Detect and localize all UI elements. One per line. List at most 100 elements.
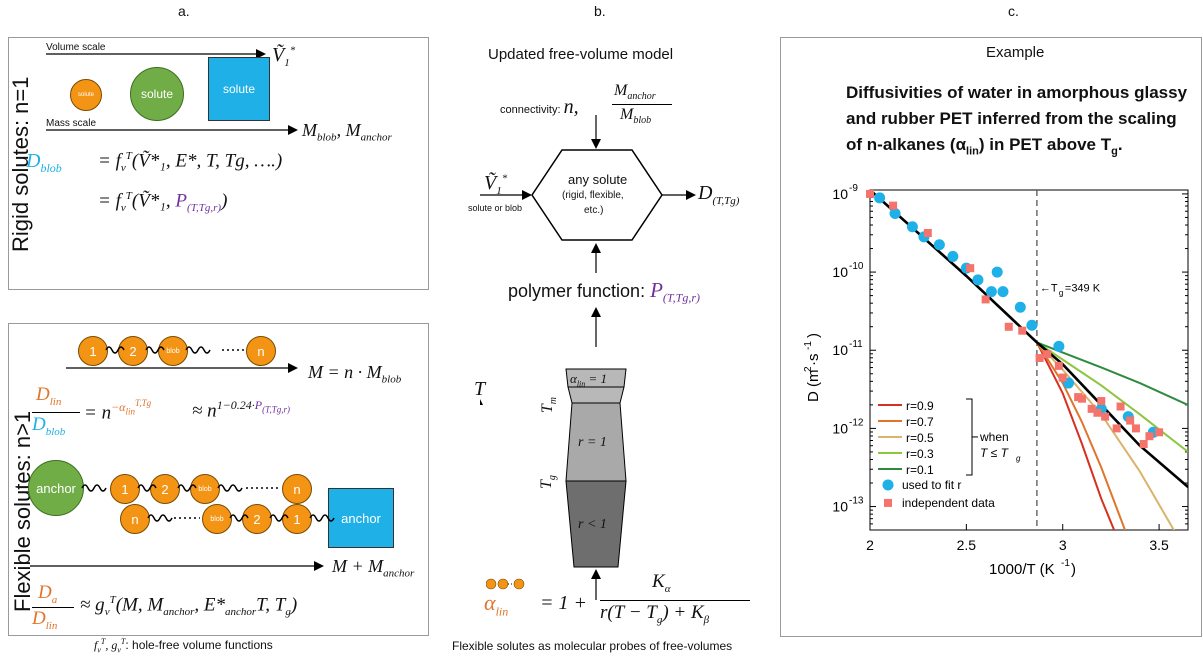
chart-title-line1: Diffusivities of water in amorphous glas… <box>846 83 1188 102</box>
point-independent <box>966 264 975 273</box>
point-independent <box>1004 322 1013 331</box>
rigid-scale-arrows <box>46 49 298 135</box>
point-used-to-fit <box>1026 319 1038 331</box>
point-independent <box>1035 354 1044 363</box>
point-independent <box>1054 361 1063 370</box>
point-used-to-fit <box>985 286 997 298</box>
frac-num: Kα <box>652 571 671 595</box>
y-axis-label: D (m2·s-1) <box>803 333 822 402</box>
svg-text:·s: ·s <box>805 354 822 367</box>
g-function-eq: ≈ gvT(M, Manchor, E*anchorT, Tg) <box>80 594 298 619</box>
chain3-bead-1: 1 <box>282 504 312 534</box>
x-tick-label: 2.5 <box>957 537 977 553</box>
y-tick-exponent: -9 <box>849 183 858 194</box>
point-independent <box>1101 412 1110 421</box>
panel-b-letter: b. <box>594 3 606 19</box>
alpha-beads-icon <box>486 578 525 590</box>
footer-center: Flexible solutes as molecular probes of … <box>452 639 733 653</box>
polymer-function-label: polymer function: P(T,Tg,r) <box>508 278 701 305</box>
point-independent <box>1131 424 1140 433</box>
legend-marker-square <box>884 498 892 507</box>
point-used-to-fit <box>933 239 945 251</box>
point-independent <box>1139 440 1148 449</box>
legend-when: when <box>979 430 1009 444</box>
flexible-side-title: Flexible solutes: n>1 <box>10 410 35 612</box>
panel-c-letter: c. <box>1008 3 1019 19</box>
point-used-to-fit <box>947 250 959 262</box>
chain3-bead-n: n <box>120 504 150 534</box>
legend-label: r=0.9 <box>906 399 934 413</box>
output-d: D(T,Tg) <box>698 182 740 207</box>
legend-label: r=0.7 <box>906 415 934 429</box>
y-tick-label: 10 <box>832 420 848 436</box>
legend-label: used to fit r <box>902 478 961 492</box>
small-solute-circle: solute <box>70 79 102 111</box>
y-tick-label: 10 <box>832 186 848 202</box>
volume-scale-label: Volume scale <box>46 42 106 53</box>
conn-den: Mblob <box>620 106 652 127</box>
alpha-lhs: αlin <box>484 590 509 619</box>
ratio-rhs: = n−αlinT,Tg <box>84 398 152 424</box>
x-tick-label: 3.5 <box>1149 537 1169 553</box>
chart-title-line2: and rubber PET inferred from the scaling <box>846 109 1177 128</box>
point-independent <box>1078 394 1086 403</box>
conn-fraction-bar <box>612 104 672 105</box>
point-independent <box>1087 404 1096 413</box>
m-blob-anchor-label: Mblob, Manchor <box>302 120 392 144</box>
x-axis-label: 1000/T (K <box>989 561 1055 578</box>
fraction-bar-1 <box>32 412 80 413</box>
anchor-square: anchor <box>328 488 394 548</box>
point-independent <box>1116 402 1125 411</box>
svg-text:-1: -1 <box>803 341 814 350</box>
d-a-numerator: Da <box>38 582 58 606</box>
segment-top-label: αlin = 1 <box>570 371 608 389</box>
point-independent <box>1145 432 1154 441</box>
point-independent <box>981 295 990 304</box>
chain3-bead-blob: blob <box>202 504 232 534</box>
point-used-to-fit <box>1014 301 1026 313</box>
point-independent <box>1093 408 1102 417</box>
hexagon-line3: etc.) <box>584 205 604 216</box>
chain2-bead-n: n <box>282 474 312 504</box>
mass-scale-label: Mass scale <box>46 118 97 129</box>
anchor-circle: anchor <box>28 460 84 516</box>
point-independent <box>889 201 898 210</box>
chain1-arrow <box>66 363 298 373</box>
chain2-bead-1: 1 <box>110 474 140 504</box>
legend-marker-circle <box>882 479 894 491</box>
point-used-to-fit <box>1053 340 1065 352</box>
medium-solute-circle: solute <box>130 67 184 121</box>
y-tick-exponent: -11 <box>849 339 863 350</box>
point-independent <box>1155 428 1164 437</box>
point-used-to-fit <box>972 274 984 286</box>
frac-den: r(T − Tg) + Kβ <box>600 602 710 626</box>
svg-text:D (m: D (m <box>805 370 822 403</box>
chain2-bead-blob: blob <box>190 474 220 504</box>
point-independent <box>1058 373 1067 382</box>
series-line-r=0.7 <box>870 190 1127 530</box>
v1-star-label: Ṽ1* <box>272 44 296 69</box>
y-tick-label: 10 <box>832 264 848 280</box>
point-independent <box>1112 424 1121 433</box>
chain2-links <box>81 484 280 492</box>
chain3-bead-2: 2 <box>242 504 272 534</box>
chain1-bead-blob: blob <box>158 336 188 366</box>
tg-annotation: ←T <box>1040 283 1058 295</box>
legend-bracket <box>966 398 973 476</box>
example-box <box>780 37 1202 637</box>
point-independent <box>1097 397 1106 406</box>
model-diagram-lines <box>480 115 696 600</box>
input-label: solute or blob <box>468 203 523 213</box>
t-axis-label: T <box>474 378 486 400</box>
legend-label: r=0.5 <box>906 431 934 445</box>
m-plus-arrow <box>30 561 324 571</box>
point-independent <box>1126 416 1135 425</box>
y-tick-label: 10 <box>832 499 848 515</box>
plot-frame <box>869 189 1189 531</box>
tg-annotation-rest: =349 K <box>1065 283 1101 295</box>
chain3-links <box>147 514 335 522</box>
chart-title-line3: of n-alkanes (αlin) in PET above Tg. <box>846 135 1123 158</box>
x-tick-label: 2 <box>866 537 874 553</box>
model-title: Updated free-volume model <box>488 46 674 63</box>
